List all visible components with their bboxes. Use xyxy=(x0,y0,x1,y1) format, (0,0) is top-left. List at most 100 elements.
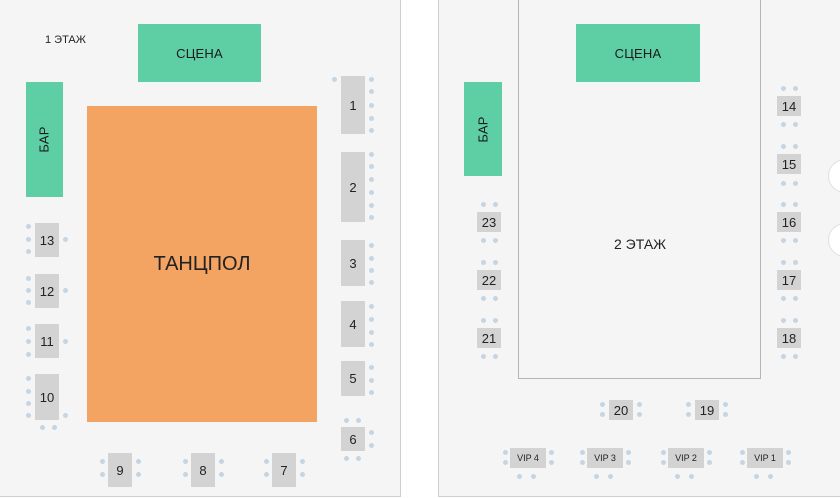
chair xyxy=(517,474,522,479)
chair xyxy=(369,443,374,448)
chair xyxy=(600,402,605,407)
chair xyxy=(369,365,374,370)
table-vip-4[interactable]: VIP 4 xyxy=(510,448,546,468)
chair xyxy=(503,450,508,455)
chair xyxy=(723,402,728,407)
chair xyxy=(369,177,374,182)
table-21[interactable]: 21 xyxy=(477,328,501,348)
chair xyxy=(740,460,745,465)
chair xyxy=(675,474,680,479)
chair xyxy=(26,276,31,281)
chair xyxy=(183,459,188,464)
chair xyxy=(793,122,798,127)
chair xyxy=(344,456,349,461)
chair xyxy=(369,378,374,383)
table-15[interactable]: 15 xyxy=(777,154,801,174)
chair xyxy=(580,450,585,455)
table-6[interactable]: 6 xyxy=(341,427,365,451)
chair xyxy=(793,354,798,359)
table-16[interactable]: 16 xyxy=(777,212,801,232)
floor-1-stage: СЦЕНА xyxy=(138,24,261,82)
table-4[interactable]: 4 xyxy=(341,301,365,347)
chair xyxy=(219,459,224,464)
chair xyxy=(26,339,31,344)
table-1[interactable]: 1 xyxy=(341,76,365,134)
chair xyxy=(369,330,374,335)
chair xyxy=(369,116,374,121)
chair xyxy=(793,296,798,301)
chair xyxy=(793,181,798,186)
chair xyxy=(369,256,374,261)
chair xyxy=(332,77,337,82)
table-3[interactable]: 3 xyxy=(341,240,365,286)
chair xyxy=(793,318,798,323)
chair xyxy=(781,238,786,243)
table-13[interactable]: 13 xyxy=(35,223,59,257)
chair xyxy=(786,450,791,455)
chair xyxy=(781,144,786,149)
table-11[interactable]: 11 xyxy=(35,324,59,358)
table-5[interactable]: 5 xyxy=(341,361,365,396)
chair xyxy=(183,472,188,477)
table-14[interactable]: 14 xyxy=(777,96,801,116)
table-9[interactable]: 9 xyxy=(108,453,132,487)
chair xyxy=(369,215,374,220)
table-23[interactable]: 23 xyxy=(477,212,501,232)
chair xyxy=(481,318,486,323)
chair xyxy=(52,425,57,430)
floor-2-stage: СЦЕНА xyxy=(576,24,700,82)
chair xyxy=(369,89,374,94)
chair xyxy=(26,326,31,331)
chair xyxy=(493,260,498,265)
table-19[interactable]: 19 xyxy=(695,400,719,420)
table-vip-2[interactable]: VIP 2 xyxy=(668,448,704,468)
chair xyxy=(637,402,642,407)
chair xyxy=(481,238,486,243)
chair xyxy=(608,474,613,479)
table-18[interactable]: 18 xyxy=(777,328,801,348)
chair xyxy=(26,389,31,394)
chair xyxy=(264,472,269,477)
chair xyxy=(26,413,31,418)
chair xyxy=(723,412,728,417)
chair xyxy=(369,152,374,157)
chair xyxy=(63,339,68,344)
chair xyxy=(26,237,31,242)
table-8[interactable]: 8 xyxy=(191,453,215,487)
chair xyxy=(793,260,798,265)
chair xyxy=(493,354,498,359)
chair xyxy=(661,460,666,465)
chair xyxy=(493,238,498,243)
chair xyxy=(531,474,536,479)
table-2[interactable]: 2 xyxy=(341,152,365,222)
table-20[interactable]: 20 xyxy=(609,400,633,420)
chair xyxy=(356,418,361,423)
chair xyxy=(481,260,486,265)
table-vip-3[interactable]: VIP 3 xyxy=(587,448,623,468)
table-vip-1[interactable]: VIP 1 xyxy=(747,448,783,468)
chair xyxy=(26,300,31,305)
chair xyxy=(369,430,374,435)
chair xyxy=(26,224,31,229)
table-22[interactable]: 22 xyxy=(477,270,501,290)
chair xyxy=(754,474,759,479)
floor-2-bar-label: БАР xyxy=(475,115,491,143)
table-10[interactable]: 10 xyxy=(35,374,59,420)
chair xyxy=(369,317,374,322)
chair xyxy=(40,425,45,430)
floor-2-panel: 2 ЭТАЖ СЦЕНА БАР 14 15 16 17 18 19 20 21… xyxy=(438,0,840,497)
table-17[interactable]: 17 xyxy=(777,270,801,290)
chair xyxy=(768,474,773,479)
chair xyxy=(369,103,374,108)
chair xyxy=(781,202,786,207)
table-7[interactable]: 7 xyxy=(272,453,296,487)
chair xyxy=(300,472,305,477)
chair xyxy=(63,237,68,242)
chair xyxy=(689,474,694,479)
chair xyxy=(344,418,349,423)
floor-1-bar: БАР xyxy=(26,82,63,197)
floor-1-label: 1 ЭТАЖ xyxy=(45,34,86,46)
table-12[interactable]: 12 xyxy=(35,274,59,308)
chair xyxy=(707,450,712,455)
chair xyxy=(356,456,361,461)
